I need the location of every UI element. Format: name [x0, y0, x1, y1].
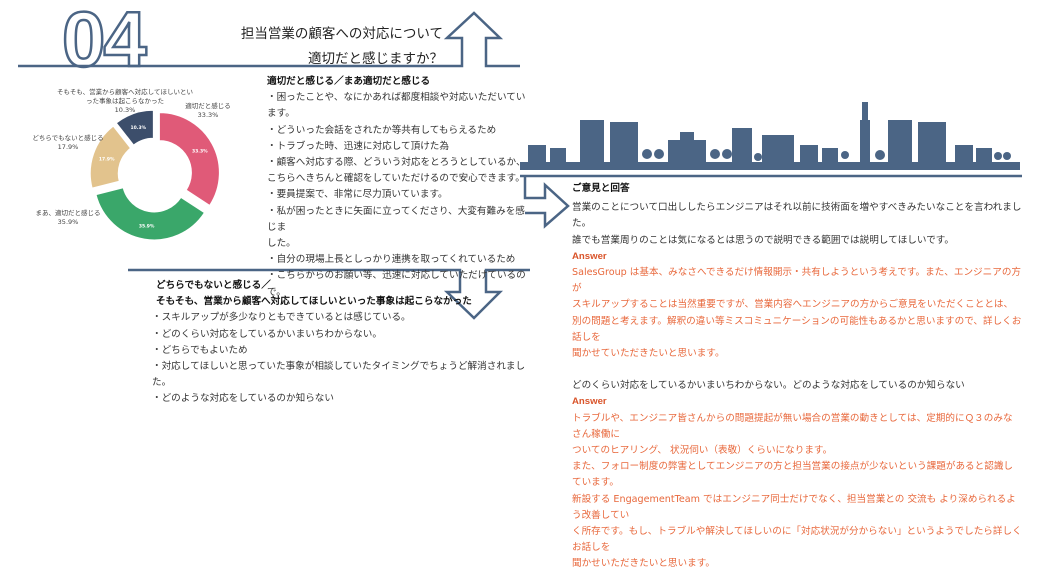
city-skyline-illustration: [520, 102, 1020, 170]
comment-line: ・どのような対応をしているのか知らない: [152, 393, 334, 405]
comment-line: ・自分の現場上長としっかり連携を取ってくれているため: [267, 254, 516, 266]
donut-chart: 33.3% 35.9% 17.9% 10.3%: [89, 109, 220, 241]
comment-line: ・対応してほしいと思っていた事象が相談していたタイミングでちょうど解消されました…: [152, 361, 526, 389]
right-arrow-icon: [523, 176, 570, 229]
comment-line: した。: [267, 238, 296, 250]
answer-line: 聞かせていただきたいと思います。: [572, 348, 725, 360]
positive-heading: 適切だと感じる／まあ適切だと感じる: [267, 76, 431, 87]
answer-line: スキルアップすることは当然重要ですが、営業内容へエンジニアの方からご意見をいただ…: [572, 299, 1014, 311]
answer-line: 新設する EngagementTeam ではエンジニア同士だけでなく、担当営業と…: [572, 493, 1016, 521]
comment-line: ・トラブった時、迅速に対応して頂けた為: [267, 140, 449, 152]
slice-value-label: 35.9%: [139, 223, 155, 229]
section-number: 04: [61, 0, 148, 84]
neutral-heading-2: そもそも、営業から顧客へ対応してほしいといった事象は起こらなかった: [156, 296, 472, 308]
comment-line: ・どのくらい対応をしているかいまいちわからない。: [152, 328, 382, 340]
answer-line: また、フォロー制度の弊害としてエンジニアの方と担当営業の接点が少ないという課題が…: [572, 461, 1014, 489]
answer-line: トラブルや、エンジニア皆さんからの問題提起が無い場合の営業の動きとしては、定期的…: [572, 412, 1013, 440]
comment-line: ・困ったことや、なにかあれば都度相談や対応いただいています。: [267, 92, 526, 120]
donut-slice: [158, 112, 220, 207]
answer-label: Answer: [572, 396, 607, 408]
down-arrow-icon: [128, 268, 530, 320]
answer-line: 聞かせいただきたいと思います。: [572, 558, 715, 570]
comment-line: ・要員提案で、非常に尽力頂いています。: [267, 189, 448, 201]
answer-label: Answer: [572, 250, 607, 262]
neutral-heading-1: どちらでもないと感じる／: [156, 280, 271, 291]
neutral-comments: どちらでもないと感じる／ そもそも、営業から顧客へ対応してほしいといった事象は起…: [152, 278, 532, 408]
up-arrow-icon: [18, 11, 520, 68]
donut-slice: [95, 187, 206, 241]
page-title-line1: 担当営業の顧客への対応について: [240, 26, 443, 42]
answer-line: 別の問題と考えます。解釈の違い等ミスコミュニケーションの可能性もあるかと思います…: [572, 315, 1022, 343]
comment-line: ・どういった会話をされたか等共有してもらえるため: [267, 124, 497, 136]
feedback-heading: ご意見と回答: [572, 183, 630, 194]
page-title-line2: 適切だと感じますか？: [308, 51, 443, 67]
comment-line: ・こちらからのお願い等、迅速に対応していただけているので。: [267, 270, 526, 298]
question-line: 営業のことについて口出ししたらエンジニアはそれ以前に技術面を増やすべきみたいなこ…: [572, 202, 1022, 230]
comment-line: ・顧客へ対応する際、どういう対応をとろうとしているか、: [267, 157, 526, 169]
comment-line: ・私が困ったときに矢面に立ってくださり、大変有難みを感じま: [267, 205, 525, 233]
positive-comments: 適切だと感じる／まあ適切だと感じる ・困ったことや、なにかあれば都度相談や対応い…: [267, 74, 527, 301]
donut-slice: [89, 125, 132, 189]
slice-value-label: 10.3%: [131, 125, 147, 131]
slice-value-label: 33.3%: [192, 149, 208, 155]
answer-line: く所存です。もし、トラブルや解決してほしいのに「対応状況が分からない」というよう…: [572, 526, 1022, 554]
answer-line: ついてのヒアリング、 状況伺い（表敬）くらいになります。: [572, 445, 833, 457]
donut-slice: [115, 109, 154, 146]
slice-value-label: 17.9%: [99, 157, 115, 163]
answer-line: SalesGroup は基本、みなさへできるだけ情報開示・共有しようという考えで…: [572, 267, 1022, 295]
question-line: 誰でも営業周りのことは気になるとは思うので説明できる範囲では説明してほしいです。: [572, 234, 955, 246]
comment-line: ・どちらでもよいため: [152, 344, 248, 356]
comment-line: こちらへきちんと確認をしていただけるので安心できます。: [267, 173, 525, 185]
decorative-lines: [18, 11, 1022, 320]
feedback-section: ご意見と回答 営業のことについて口出ししたらエンジニアはそれ以前に技術面を増やす…: [572, 181, 1022, 573]
question-line: どのくらい対応をしているかいまいちわからない。どのような対応をしているのか知らな…: [572, 380, 965, 392]
comment-line: ・スキルアップが多少なりともできているとは感じている。: [152, 312, 411, 324]
